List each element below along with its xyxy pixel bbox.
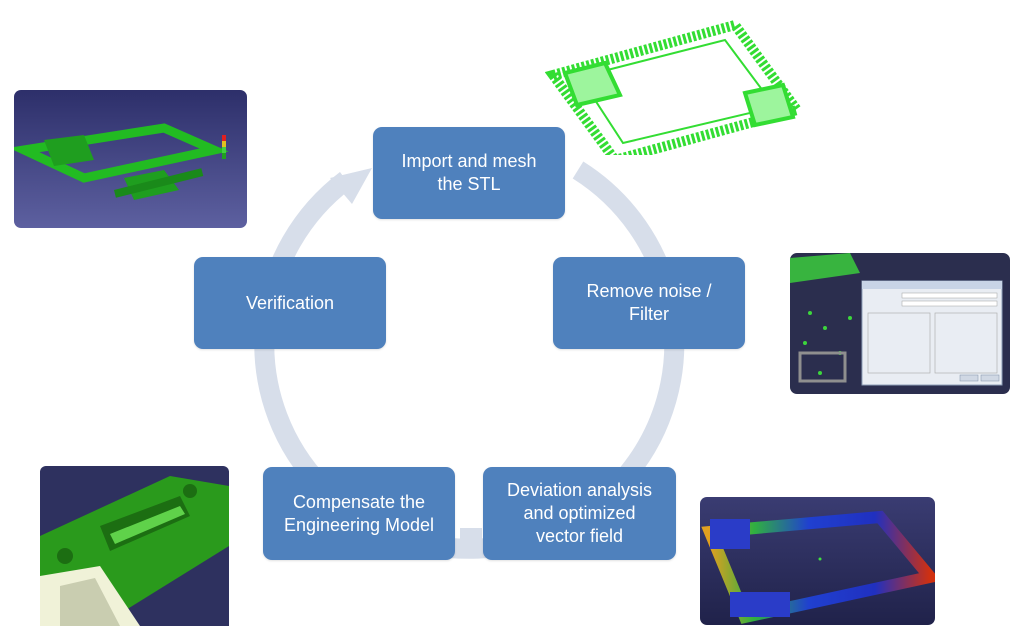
thumb-compensated-model [40,466,229,626]
heat-map-frame-icon [701,510,935,624]
thumb-stl-mesh [545,15,805,155]
step-remove-noise: Remove noise / Filter [553,257,745,349]
engineering-model-icon [40,476,229,626]
thumb-filter-dialog [790,253,1010,394]
stl-mesh-icon [545,19,805,155]
step-compensate-model: Compensate the Engineering Model [263,467,455,560]
dialog-window-icon [861,280,1003,386]
frame-part-icon [14,123,229,200]
color-legend-icon [222,135,226,159]
connector-square [460,528,482,550]
step-import-mesh: Import and mesh the STL [373,127,565,219]
step-verification: Verification [194,257,386,349]
thumb-verification-result [14,90,247,228]
cycle-arrow-head [330,168,372,204]
point-cloud-icon [790,253,860,383]
thumb-deviation-analysis [700,497,935,625]
step-deviation-analysis: Deviation analysis and optimized vector … [483,467,676,560]
